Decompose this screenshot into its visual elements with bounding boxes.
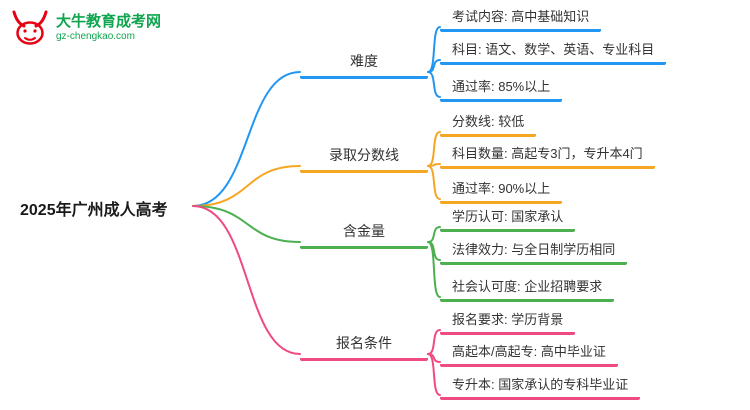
connector-root-value — [192, 205, 301, 243]
site-url: gz-chengkao.com — [56, 31, 135, 42]
leaf-node: 分数线: 较低 — [440, 109, 537, 137]
connector-leaf — [427, 165, 441, 200]
leaf-node: 科目数量: 高起专3门，专升本4门 — [440, 141, 655, 169]
branch-requirements: 报名条件 — [300, 330, 428, 361]
connector-leaf — [427, 163, 441, 167]
leaf-node: 社会认可度: 企业招聘要求 — [440, 274, 615, 302]
bull-logo-icon — [12, 10, 48, 45]
connector-leaf — [427, 26, 441, 73]
connector-leaf — [427, 353, 441, 396]
connector-leaf — [427, 226, 441, 243]
connector-leaf — [427, 71, 441, 98]
root-node: 2025年广州成人高考 — [20, 202, 168, 219]
connector-leaf — [427, 59, 441, 73]
branch-value: 含金量 — [300, 218, 428, 249]
connector-root-score-line — [192, 165, 301, 207]
connector-root-difficulty — [192, 71, 301, 207]
connector-root-requirements — [192, 205, 301, 355]
leaf-node: 通过率: 85%以上 — [440, 74, 563, 102]
connector-leaf — [427, 353, 441, 363]
leaf-node: 科目: 语文、数学、英语、专业科目 — [440, 37, 667, 65]
connector-leaf — [427, 241, 441, 261]
connector-leaf — [427, 241, 441, 298]
leaf-node: 报名要求: 学历背景 — [440, 307, 576, 335]
leaf-node: 法律效力: 与全日制学历相同 — [440, 237, 628, 265]
leaf-node: 专升本: 国家承认的专科毕业证 — [440, 372, 641, 400]
branch-admission-score: 录取分数线 — [300, 142, 428, 173]
leaf-node: 通过率: 90%以上 — [440, 176, 563, 204]
site-name: 大牛教育成考网 — [56, 13, 162, 30]
branch-difficulty: 难度 — [300, 48, 428, 79]
leaf-node: 学历认可: 国家承认 — [440, 204, 576, 232]
connector-leaf — [427, 329, 441, 355]
connector-leaf — [427, 131, 441, 167]
leaf-node: 考试内容: 高中基础知识 — [440, 4, 602, 32]
leaf-node: 高起本/高起专: 高中毕业证 — [440, 339, 618, 367]
site-logo: 大牛教育成考网 gz-chengkao.com — [10, 8, 161, 48]
